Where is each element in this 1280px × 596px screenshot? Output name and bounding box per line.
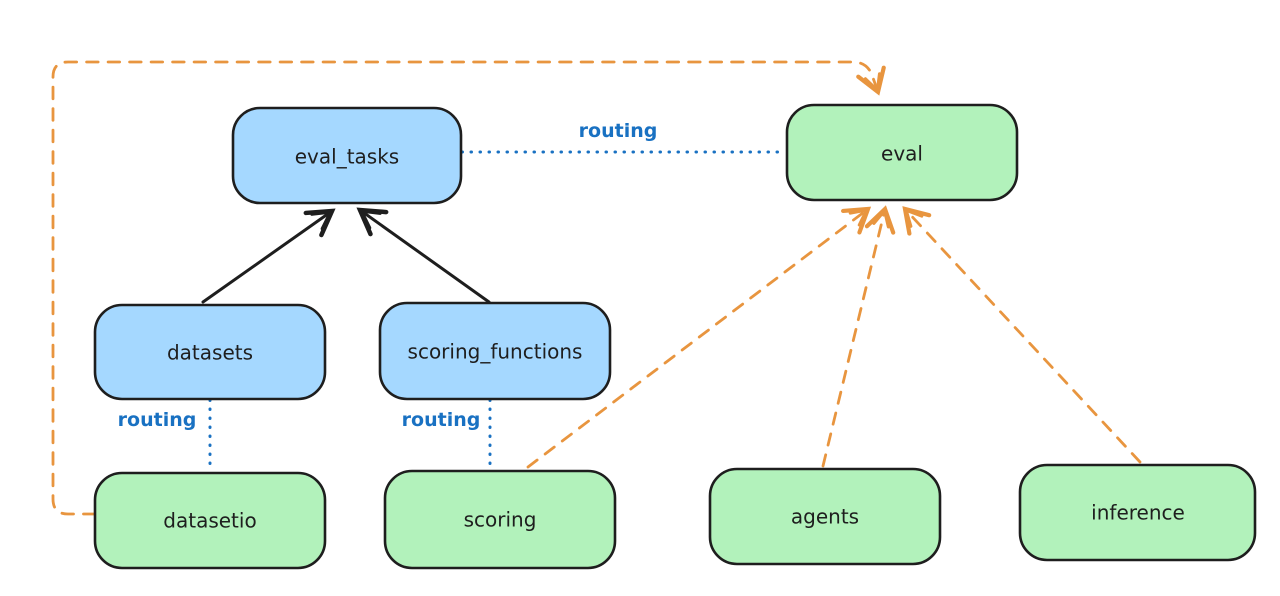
routing-label-scoring-functions-scoring: routing	[402, 409, 481, 431]
edge-agents-to-eval	[821, 205, 896, 468]
node-scoring-functions: scoring_functions	[378, 301, 612, 401]
node-scoring-functions-label: scoring_functions	[408, 340, 583, 364]
node-eval-tasks-label: eval_tasks	[295, 145, 399, 169]
edge-inference-to-eval	[902, 206, 1142, 464]
node-datasets: datasets	[93, 303, 327, 401]
edge-datasets-to-eval-tasks	[201, 208, 336, 304]
node-datasetio: datasetio	[93, 471, 327, 570]
routing-label-datasets-datasetio: routing	[118, 409, 197, 431]
edge-datasetio-to-eval	[51, 60, 886, 516]
node-scoring-label: scoring	[464, 508, 537, 532]
edge-scoring-to-eval	[526, 206, 872, 469]
node-agents: agents	[708, 467, 942, 566]
node-inference: inference	[1018, 463, 1257, 562]
node-eval-tasks: eval_tasks	[231, 106, 463, 205]
node-agents-label: agents	[791, 505, 859, 529]
node-inference-label: inference	[1091, 501, 1185, 525]
edge-scoring-functions-to-eval-tasks	[356, 207, 491, 304]
node-eval-label: eval	[881, 142, 923, 166]
node-eval: eval	[785, 103, 1019, 202]
node-scoring: scoring	[383, 469, 617, 570]
routing-label-eval-tasks-eval: routing	[579, 120, 658, 142]
node-datasets-label: datasets	[167, 341, 253, 365]
node-datasetio-label: datasetio	[163, 509, 256, 533]
